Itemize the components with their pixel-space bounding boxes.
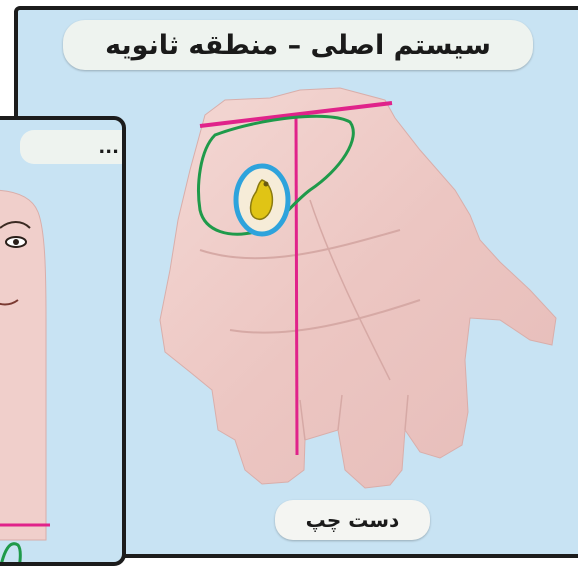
magenta-vertical-line <box>296 116 297 455</box>
inset-finger-image <box>0 120 126 566</box>
gland-duct-dot <box>264 182 269 187</box>
inset-green-outline <box>0 544 20 566</box>
inset-panel: سیستم ... <box>0 116 126 566</box>
eye-pupil <box>13 239 19 245</box>
main-panel-title: سیستم اصلی – منطقه ثانویه <box>63 20 533 70</box>
inset-panel-title: سیستم ... <box>20 130 126 164</box>
hand-side-label: دست چپ <box>275 500 430 540</box>
palm-shape <box>160 88 556 488</box>
